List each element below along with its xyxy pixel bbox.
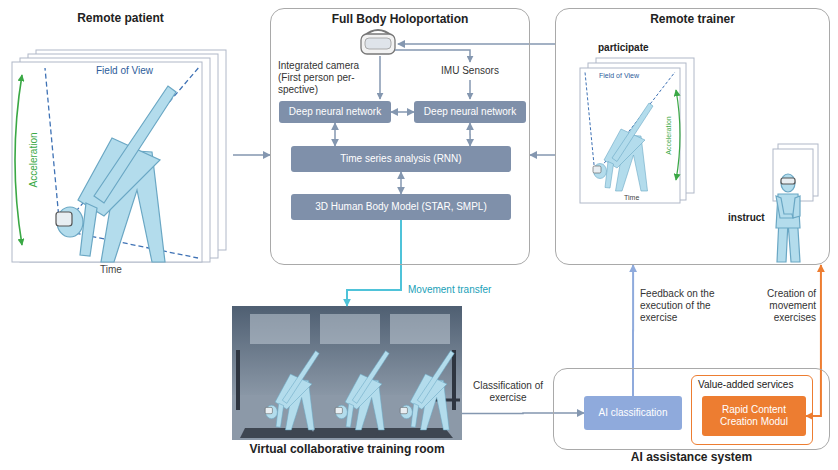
annotation-label: Acceleration [28, 120, 40, 200]
node-heading: Virtual collaborative training room [232, 442, 462, 456]
process-box: AI classification [584, 396, 682, 430]
node-heading: AI assistance system [554, 450, 829, 464]
vr-headset [361, 30, 395, 54]
headset-body [361, 34, 395, 54]
dashed-line [45, 68, 60, 230]
box-label: 3D Human Body Model (STAR, SMPL) [315, 201, 487, 213]
edge-label: Movement transfer [408, 284, 503, 296]
acceleration-arc [15, 75, 22, 245]
window [250, 314, 310, 344]
patient-panel: Remote patient [8, 8, 233, 270]
service-group: Value-added servicesRapid Content Creati… [691, 375, 813, 445]
process-box: Time series analysis (RNN) [291, 146, 511, 172]
connector-arrow [530, 154, 555, 156]
annotation-label: Field of View [598, 71, 640, 80]
frame [580, 68, 680, 203]
system-panel: AI assistance systemAI classificationVal… [553, 368, 830, 450]
connector-arrow [632, 265, 634, 396]
torso [776, 194, 800, 228]
picture-node: Virtual collaborative training room [232, 306, 462, 464]
arm [776, 196, 793, 218]
room-wall [232, 306, 462, 440]
annotation-label: instruct [728, 212, 765, 224]
patient-figure [56, 86, 176, 262]
process-box: Deep neural network [279, 101, 391, 123]
window [390, 314, 450, 344]
box-label: AI classification [599, 407, 668, 419]
connectors [233, 44, 821, 416]
avatar [335, 351, 389, 430]
headset-visor [365, 38, 391, 49]
edge-label: Classification of exercise [466, 380, 550, 404]
node-heading: Full Body Holoportation [271, 9, 529, 26]
frame [12, 62, 202, 262]
node-heading: Remote trainer [556, 9, 829, 26]
connector-arrow [347, 220, 401, 306]
head [781, 174, 795, 192]
trainer-panel: Remote trainer [555, 8, 830, 265]
trainer-frames [580, 58, 694, 203]
annotation-label: Acceleration [664, 111, 673, 161]
connector-arrow [400, 172, 402, 194]
box-label: Deep neural network [424, 106, 516, 118]
instructor-frames [773, 144, 818, 201]
annotation-label: IMU Sensors [440, 65, 500, 77]
training-room-picture [232, 306, 462, 440]
connector-arrow [398, 43, 555, 45]
system-panel: Full Body HoloportationDeep neural netwo… [270, 8, 530, 265]
connector-arrow [233, 154, 270, 156]
frame [773, 149, 813, 201]
avatar [265, 351, 319, 430]
mat [375, 428, 453, 438]
patient-frames [12, 50, 226, 262]
edge-label: Feedback on the execution of the exercis… [640, 288, 738, 324]
box-label: Rapid Content Creation Modul [706, 404, 802, 428]
dashed-line [585, 72, 595, 175]
trainer-figure [593, 103, 653, 191]
imu-wire [395, 50, 470, 62]
instructor-figure [776, 174, 800, 262]
process-box: Deep neural network [414, 101, 526, 123]
annotation-label: Time [624, 193, 639, 202]
connector-arrow [334, 123, 336, 146]
connector-arrow [462, 412, 584, 414]
connector-arrow [391, 111, 414, 113]
connector-arrow [469, 123, 471, 146]
box-label: Time series analysis (RNN) [340, 153, 461, 165]
equipment [236, 350, 240, 410]
headset [781, 178, 795, 184]
acceleration-arc [676, 90, 680, 180]
process-box: 3D Human Body Model (STAR, SMPL) [291, 194, 511, 220]
annotation-label: participate [598, 42, 649, 54]
annotation-label: Field of View [95, 65, 154, 77]
arm [793, 196, 800, 218]
annotation-label: Integrated camera (First person per- spe… [278, 60, 374, 96]
camera-arrow [379, 56, 381, 99]
mat [240, 428, 318, 438]
box-label: Deep neural network [289, 106, 381, 118]
node-heading: Value-added services [692, 376, 812, 391]
process-box: Rapid Content Creation Modul [702, 396, 806, 436]
node-heading: Remote patient [8, 8, 233, 25]
avatar [400, 351, 454, 430]
imu-arrow [469, 80, 471, 99]
window [320, 314, 380, 344]
edge-label: Creation of movement exercises [740, 288, 816, 324]
annotation-label: Time [100, 264, 122, 276]
